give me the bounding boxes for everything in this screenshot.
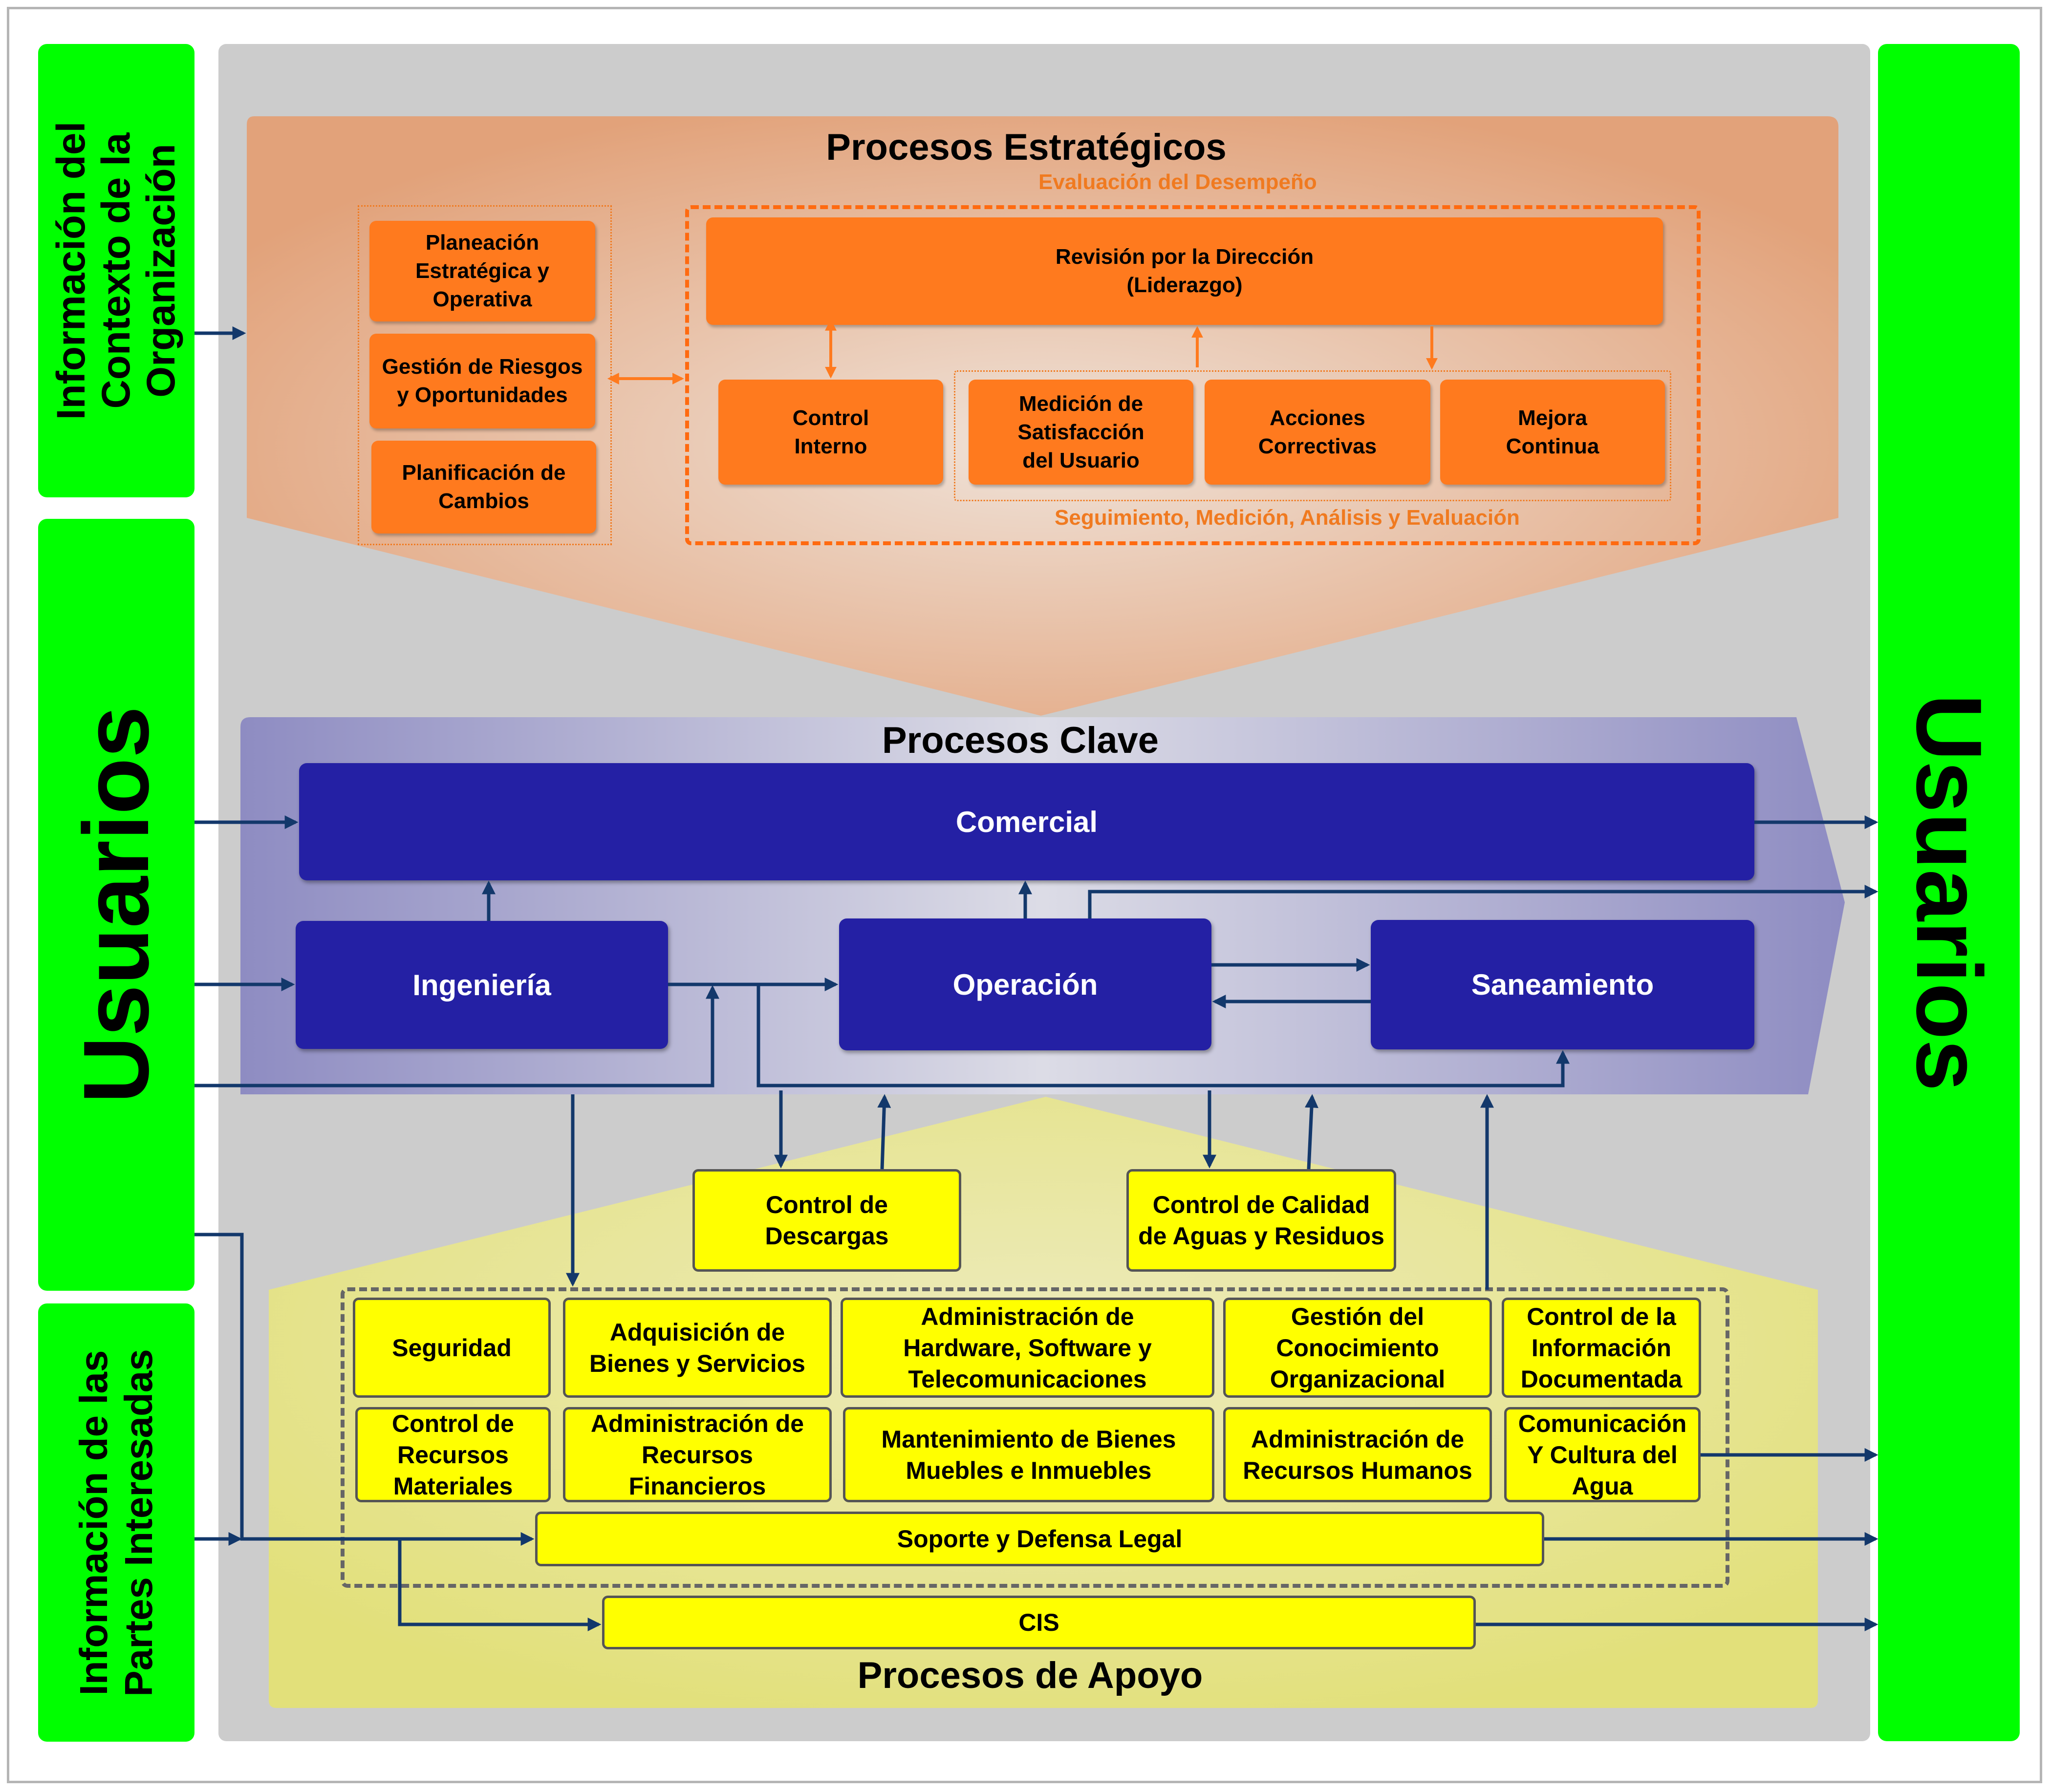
planeacion-box[interactable]: Planeación Estratégica y Operativa [369,221,595,321]
comunicacion-box[interactable]: Comunicación Y Cultura del Agua [1504,1407,1701,1502]
seguimiento-label: Seguimiento, Medición, Análisis y Evalua… [1055,506,1520,530]
evaluacion-dashed [685,205,1701,545]
revision-box[interactable]: Revisión por la Dirección (Liderazgo) [706,217,1663,325]
adquisicion-box[interactable]: Adquisición de Bienes y Servicios [563,1298,832,1398]
evaluacion-label: Evaluación del Desempeño [1038,170,1317,194]
usuarios-right-label: Usuarios [1897,694,2001,1091]
conocimiento-box[interactable]: Gestión del Conocimiento Organizacional [1223,1298,1492,1398]
financieros-box[interactable]: Administración de Recursos Financieros [563,1407,832,1502]
seguridad-box[interactable]: Seguridad [353,1298,551,1398]
informacion-box[interactable]: Control de la Información Documentada [1502,1298,1701,1398]
humanos-box[interactable]: Administración de Recursos Humanos [1223,1407,1492,1502]
control-interno-box[interactable]: Control Interno [718,380,943,485]
usuarios-right-bar: Usuarios [1878,44,2020,1741]
cis-box[interactable]: CIS [602,1596,1476,1649]
comercial-box[interactable]: Comercial [299,763,1754,880]
mejora-box[interactable]: Mejora Continua [1440,380,1665,485]
calidad-box[interactable]: Control de Calidad de Aguas y Residuos [1126,1169,1396,1272]
riesgos-box[interactable]: Gestión de Riesgos y Oportunidades [369,334,595,428]
acciones-box[interactable]: Acciones Correctivas [1205,380,1430,485]
usuarios-left-bar: Usuarios [38,519,194,1291]
usuarios-left-label: Usuarios [65,706,168,1104]
estrategicos-title: Procesos Estratégicos [826,127,1227,168]
legal-box[interactable]: Soporte y Defensa Legal [535,1512,1544,1566]
partes-bar: Información de las Partes Interesadas [38,1303,194,1742]
contexto-bar: Información del Contexto de la Organizac… [38,44,194,497]
contexto-label: Información del Contexto de la Organizac… [49,121,183,420]
hardware-box[interactable]: Administración de Hardware, Software y T… [841,1298,1214,1398]
materiales-box[interactable]: Control de Recursos Materiales [355,1407,551,1502]
medicion-box[interactable]: Medición de Satisfacción del Usuario [969,380,1193,485]
descargas-box[interactable]: Control de Descargas [692,1169,961,1272]
partes-label: Información de las Partes Interesadas [72,1348,160,1697]
operacion-box[interactable]: Operación [839,918,1211,1050]
cambios-box[interactable]: Planificación de Cambios [371,441,596,533]
seguimiento-dotted [954,370,1671,501]
saneamiento-box[interactable]: Saneamiento [1371,920,1754,1049]
apoyo-title: Procesos de Apoyo [857,1655,1203,1696]
mantenimiento-box[interactable]: Mantenimiento de Bienes Muebles e Inmueb… [843,1407,1214,1502]
clave-title: Procesos Clave [882,720,1159,761]
ingenieria-box[interactable]: Ingeniería [296,921,668,1049]
